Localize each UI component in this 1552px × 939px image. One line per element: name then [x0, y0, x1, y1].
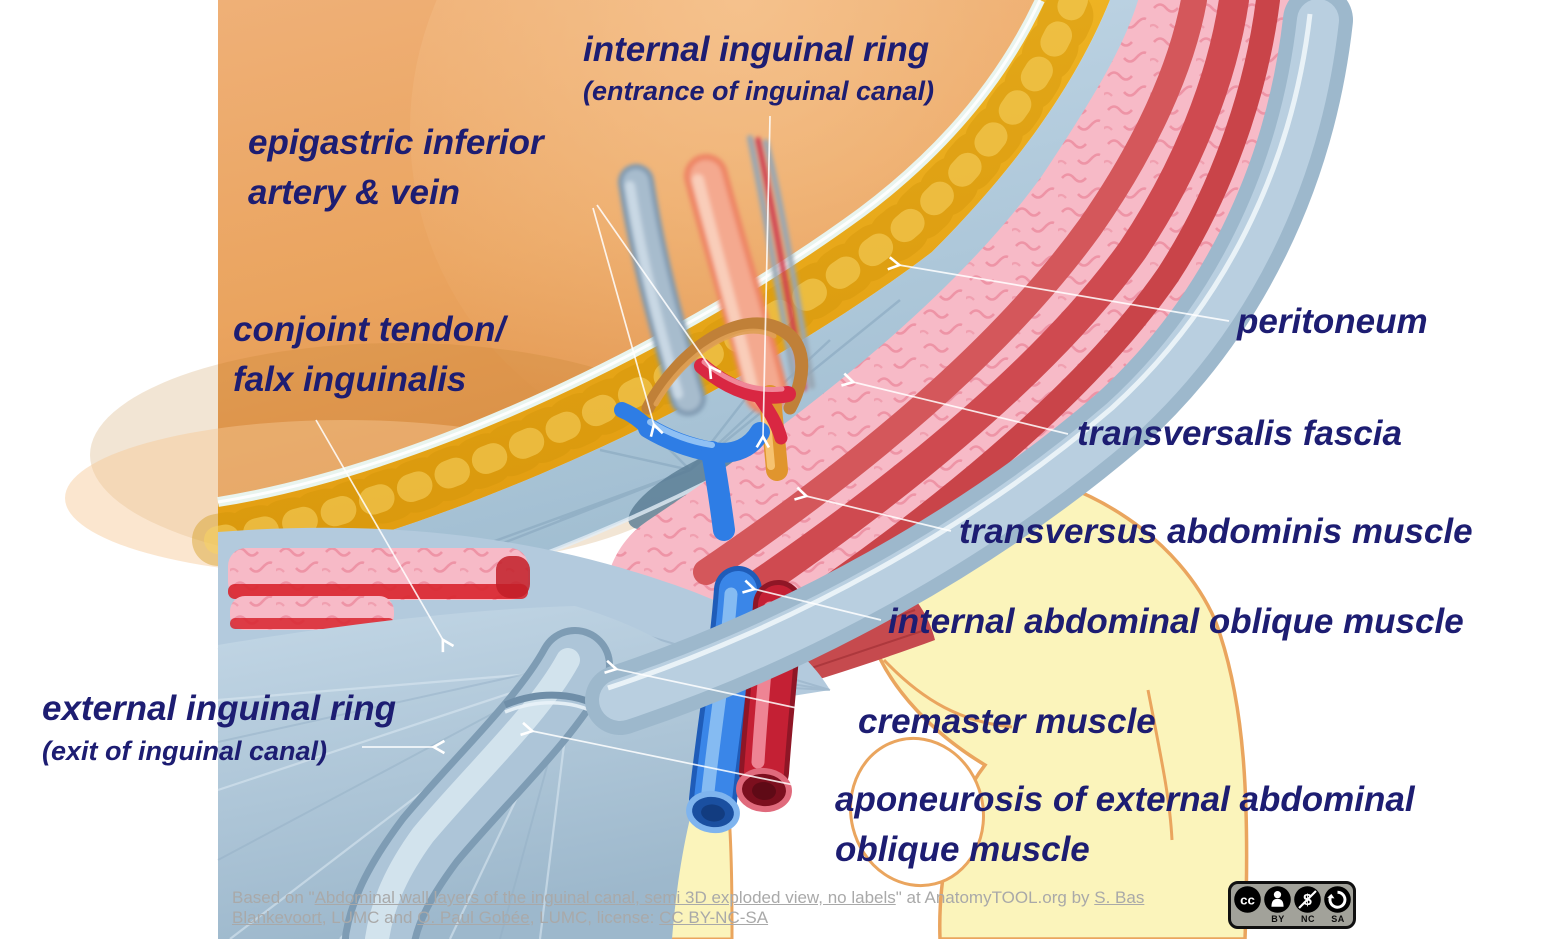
attribution-text: " at AnatomyTOOL.org by [895, 888, 1095, 907]
attribution-link[interactable]: Abdominal wall layers of the inguinal ca… [314, 888, 896, 907]
label-subtext: (entrance of inguinal canal) [583, 76, 935, 106]
aponeurosis-wrap-band [585, 0, 1353, 735]
cc-label-sa: SA [1331, 914, 1345, 924]
label-internal-inguinal-ring: internal inguinal ring (entrance of ingu… [583, 26, 934, 108]
leader-epigastric-artery [596, 204, 722, 380]
leader-lines [315, 115, 1230, 793]
leader-aponeurosis [520, 721, 829, 793]
leader-peritoneum [887, 256, 1230, 322]
share-alike-icon [1323, 886, 1351, 913]
label-text: transversalis fascia [1077, 414, 1402, 453]
label-text: peritoneum [1237, 302, 1428, 341]
leader-transversus-abdominis [794, 486, 952, 532]
leader-internal-oblique [742, 579, 882, 621]
fat-layer [192, 0, 1110, 576]
cc-license-badge: cc $ BY NC SA [1228, 881, 1356, 929]
label-text: conjoint tendon/ [233, 310, 506, 349]
leader-epigastric-vein [592, 207, 664, 437]
cc-icon: cc [1233, 886, 1261, 913]
attribution: Based on "Abdominal wall layers of the i… [232, 888, 1184, 927]
attribution-person-icon [1263, 886, 1291, 913]
attribution-text: Based on " [232, 888, 315, 907]
label-text-line2: falx inguinalis [233, 360, 467, 399]
non-commercial-icon: $ [1293, 886, 1321, 913]
leader-cremaster [604, 659, 849, 720]
label-text: epigastric inferior [248, 123, 544, 162]
attribution-link[interactable]: CC BY-NC-SA [659, 907, 769, 927]
label-peritoneum: peritoneum [1237, 297, 1428, 347]
attribution-link[interactable]: O. Paul Gobée [417, 907, 530, 927]
label-external-inguinal-ring: external inguinal ring (exit of inguinal… [42, 684, 396, 768]
label-aponeurosis-external-oblique: aponeurosis of external abdominal obliqu… [835, 775, 1415, 875]
label-text: cremaster muscle [858, 702, 1156, 741]
label-text: aponeurosis of external abdominal [835, 780, 1415, 819]
label-subtext: (exit of inguinal canal) [42, 736, 328, 766]
label-text: internal abdominal oblique muscle [888, 602, 1464, 641]
cc-label-nc: NC [1301, 914, 1315, 924]
label-text: external inguinal ring [42, 689, 396, 728]
label-conjoint-tendon: conjoint tendon/ falx inguinalis [233, 305, 505, 405]
label-transversus-abdominis: transversus abdominis muscle [959, 507, 1473, 557]
label-cremaster-muscle: cremaster muscle [858, 697, 1156, 747]
label-text: internal inguinal ring [583, 30, 930, 69]
cc-icons-row: cc $ [1233, 885, 1352, 914]
leader-conjoint-tendon [315, 419, 455, 653]
label-transversalis-fascia: transversalis fascia [1077, 409, 1402, 459]
attribution-text: , LUMC, license: [529, 907, 660, 927]
cc-label-by: BY [1271, 914, 1285, 924]
attribution-text: , LUMC and [321, 907, 418, 927]
attribution-link[interactable]: Blankevoort [232, 907, 322, 927]
label-epigastric-inferior-artery-vein: epigastric inferior artery & vein [248, 118, 544, 218]
cc-labels-row: BY NC SA [1231, 914, 1353, 925]
label-text-line2: oblique muscle [835, 830, 1090, 869]
label-text: transversus abdominis muscle [959, 512, 1473, 551]
attribution-link[interactable]: S. Bas [1094, 888, 1145, 907]
svg-text:cc: cc [1240, 892, 1255, 907]
label-internal-abdominal-oblique: internal abdominal oblique muscle [888, 597, 1464, 647]
leader-transversalis-fascia [841, 372, 1069, 435]
spermatic-cord [342, 627, 613, 939]
leader-internal-inguinal-ring [755, 115, 771, 449]
label-text-line2: artery & vein [248, 173, 461, 212]
